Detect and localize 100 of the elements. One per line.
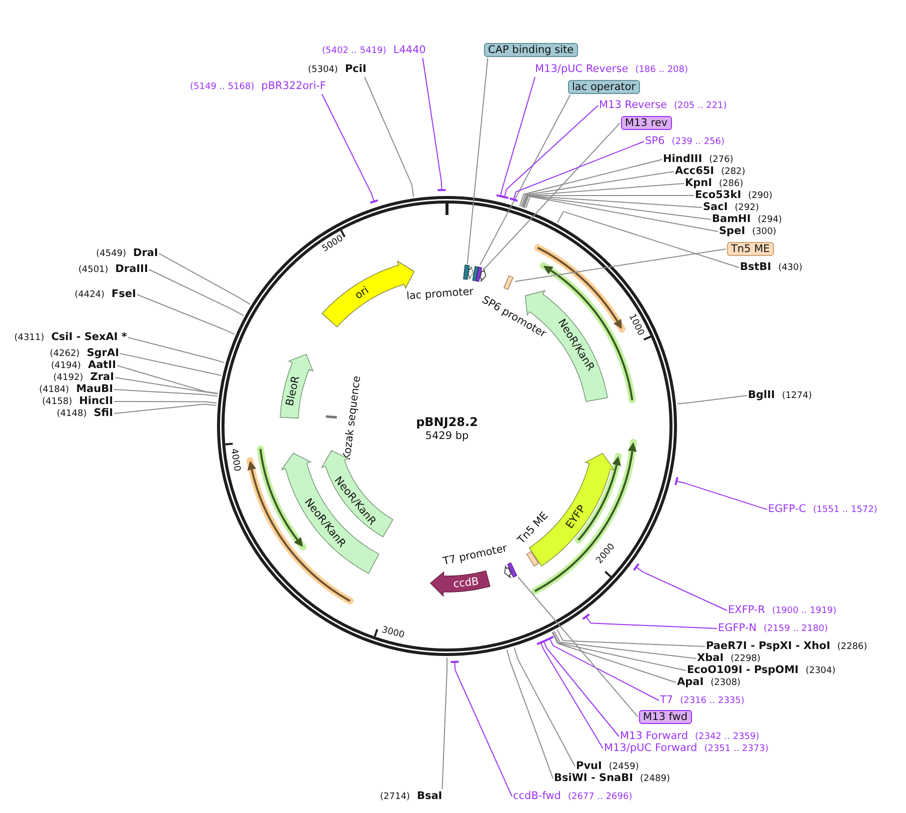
leader-line <box>422 58 447 192</box>
leader-line <box>519 159 662 207</box>
gene-feature-band <box>279 353 314 420</box>
leader-line <box>514 248 726 282</box>
restriction-site-label: (4184) MauBI <box>39 383 113 396</box>
feature-tag: M13 fwd <box>639 710 692 724</box>
feature-tag: lac operator <box>568 80 640 94</box>
restriction-site-label: (4262) SgrAI <box>50 347 119 360</box>
restriction-site-label: PvuI (2459) <box>576 760 639 773</box>
leader-line <box>545 636 660 701</box>
leader-line <box>114 389 218 397</box>
restriction-site-label: KpnI (286) <box>685 177 744 190</box>
primer-label: EGFP-N (2159 .. 2180) <box>718 622 828 635</box>
restriction-site-label: (2714) BsaI <box>380 790 442 803</box>
plasmid-size: 5429 bp <box>425 430 469 442</box>
leader-line <box>158 253 251 305</box>
feature-label: BleoR <box>284 375 302 408</box>
restriction-site-label: (5304) PciI <box>308 63 366 76</box>
restriction-site-label: BstBI (430) <box>740 261 802 274</box>
leader-line <box>442 657 448 790</box>
restriction-site-label: SacI (292) <box>703 201 759 214</box>
leader-line <box>552 631 686 671</box>
primer-label: EXFP-R (1900 .. 1919) <box>728 604 836 617</box>
leader-line <box>128 337 225 364</box>
feature-mark-icon <box>502 274 515 291</box>
restriction-site-label: BglII (1274) <box>748 389 812 402</box>
restriction-site-label: (4311) CsiI - SexAI * <box>14 331 127 344</box>
feature-tag: M13 rev <box>621 116 672 130</box>
feature-mark-icon <box>471 265 480 282</box>
leader-line <box>480 94 571 266</box>
feature-label: lac promoter <box>406 286 474 302</box>
leader-line <box>582 613 718 629</box>
feature-label: T7 promoter <box>442 542 508 568</box>
leader-line <box>676 395 748 404</box>
leader-line <box>514 647 576 767</box>
primer-label: SP6 (239 .. 256) <box>645 135 725 148</box>
leader-line <box>506 649 554 779</box>
primer-label: (5149 .. 5168) pBR322ori-F <box>190 80 326 93</box>
restriction-site-label: (4158) HincII <box>42 395 113 408</box>
scale-number: 1000 <box>626 312 646 338</box>
restriction-site-label: Eco53kI (290) <box>695 189 772 202</box>
primer-label: M13 Forward (2342 .. 2359) <box>620 730 760 743</box>
restriction-site-label: (4192) ZraI <box>53 371 114 384</box>
feature-mark-icon <box>475 266 483 283</box>
leader-line <box>482 122 620 271</box>
leader-line <box>136 294 236 335</box>
leader-line <box>466 58 488 264</box>
primer-label: ccdB-fwd (2677 .. 2696) <box>513 790 632 803</box>
leader-line <box>114 401 218 404</box>
leader-line <box>116 365 218 394</box>
primer-label: T7 (2316 .. 2335) <box>660 694 744 707</box>
leader-line <box>450 660 512 797</box>
leader-line <box>525 196 718 232</box>
leader-line <box>364 76 414 198</box>
leader-line <box>524 195 712 220</box>
leader-line <box>114 404 217 414</box>
leader-line <box>522 183 684 208</box>
primer-label: EGFP-C (1551 .. 1572) <box>768 503 878 516</box>
leader-line <box>321 94 379 204</box>
leader-line <box>556 210 740 268</box>
restriction-site-label: (4549) DraI <box>96 247 158 260</box>
scale-number: 4000 <box>227 448 243 472</box>
leader-line <box>536 640 604 749</box>
primer-label: (5402 .. 5419) L4440 <box>322 44 426 57</box>
restriction-site-label: BamHI (294) <box>712 213 782 226</box>
restriction-site-label: (4194) AatII <box>51 359 116 372</box>
leader-line <box>508 141 644 202</box>
leader-line <box>632 562 728 611</box>
primer-label: M13/pUC Forward (2351 .. 2373) <box>604 742 768 755</box>
restriction-site-label: Acc65I (282) <box>675 165 746 178</box>
restriction-site-label: XbaI (2298) <box>697 652 761 665</box>
leader-line <box>148 269 244 316</box>
leader-line <box>496 76 536 198</box>
leader-line <box>520 171 674 208</box>
leader-line <box>114 377 218 394</box>
gene-feature-band <box>429 569 491 597</box>
leader-line <box>554 630 696 659</box>
leader-line <box>556 629 706 647</box>
restriction-site-label: SpeI (300) <box>719 225 776 238</box>
primer-label: M13 Reverse (205 .. 221) <box>599 99 727 112</box>
feature-mark-icon <box>462 264 471 281</box>
scale-number: 3000 <box>380 624 406 642</box>
feature-tag: Tn5 ME <box>727 242 774 256</box>
leader-line <box>500 105 598 200</box>
restriction-site-label: PaeR7I - PspXI - XhoI (2286) <box>706 640 868 653</box>
leader-line <box>120 353 222 376</box>
feature-tag: CAP binding site <box>484 43 578 57</box>
feature-label: ori <box>353 284 372 302</box>
plasmid-name: pBNJ28.2 <box>416 416 478 428</box>
restriction-site-label: BsiWI - SnaBI (2489) <box>554 772 670 785</box>
leader-line <box>552 632 676 683</box>
primer-label: M13/pUC Reverse (186 .. 208) <box>535 63 688 76</box>
leader-line <box>674 476 768 510</box>
restriction-site-label: (4424) FseI <box>74 288 136 301</box>
restriction-site-label: ApaI (2308) <box>677 676 741 689</box>
restriction-site-label: (4501) DraIII <box>78 263 148 276</box>
restriction-site-label: (4148) SfiI <box>56 407 113 420</box>
feature-mark-icon <box>506 561 518 579</box>
restriction-site-label: EcoO109I - PspOMI (2304) <box>687 664 836 677</box>
leader-line <box>518 576 638 718</box>
